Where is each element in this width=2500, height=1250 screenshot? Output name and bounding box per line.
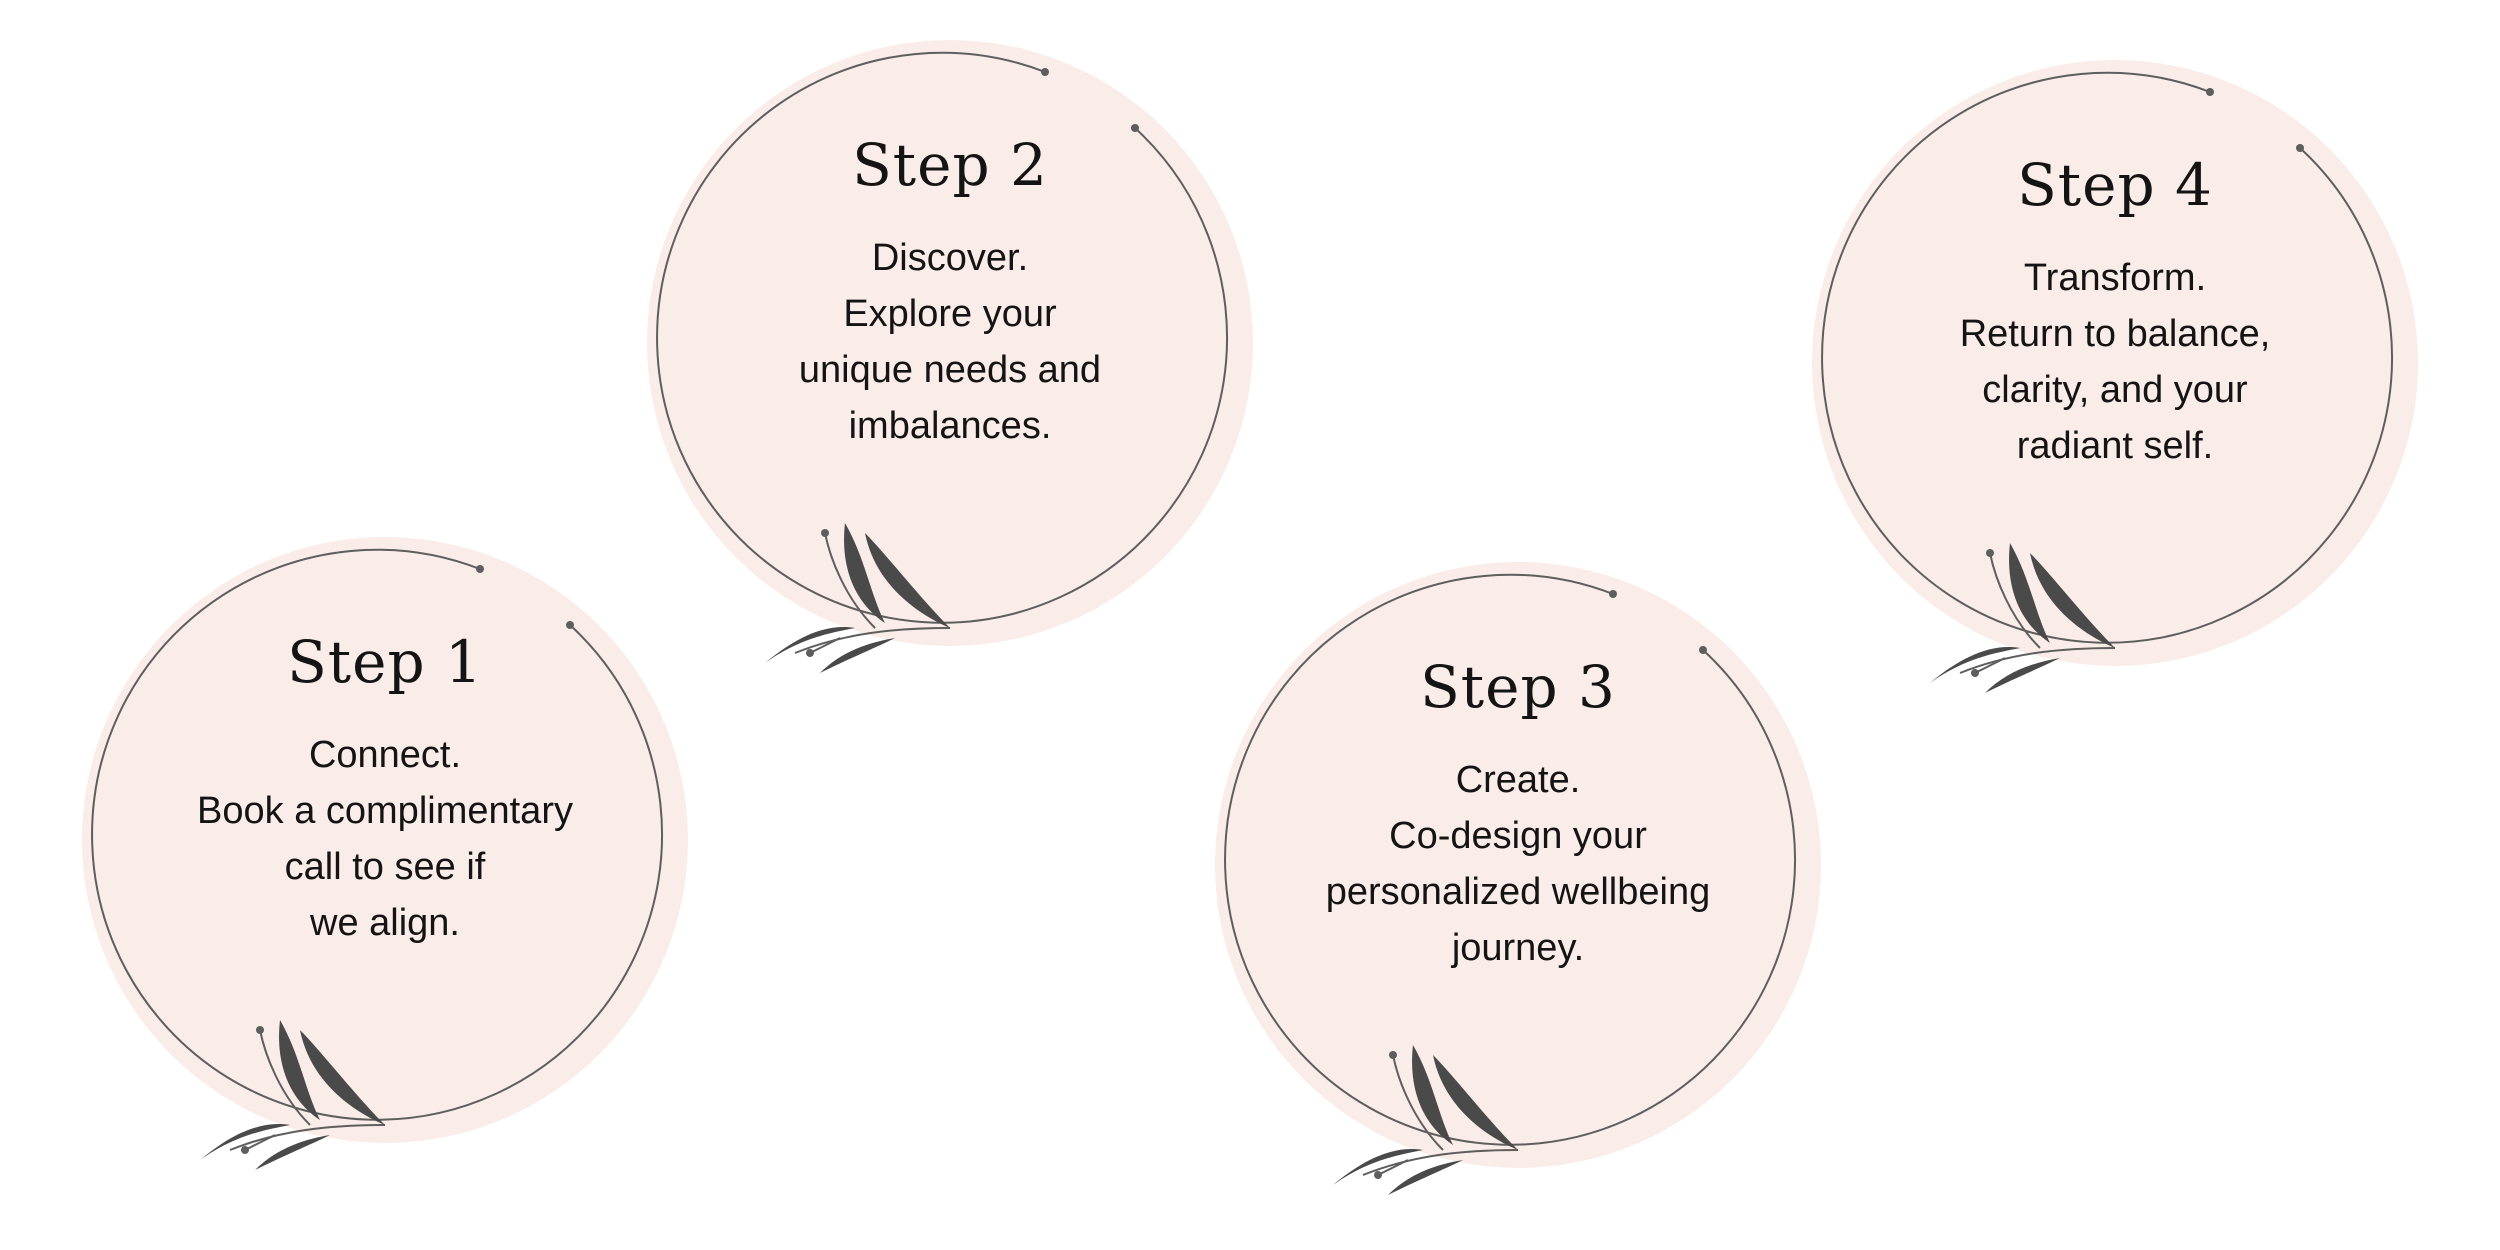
step-4-line-4: radiant self. — [2016, 425, 2214, 467]
step-3-frame — [1215, 562, 1821, 1195]
step-1-line-4: we align. — [310, 902, 460, 944]
step-3-arc-start-dot — [1699, 646, 1707, 654]
step-4-content: Step 4 Transform. Return to balance, cla… — [1915, 58, 2315, 474]
step-3-line-2: Co-design your — [1389, 815, 1647, 857]
step-4-background-circle — [1812, 60, 2418, 666]
step-1-line-2: Book a complimentary — [197, 790, 573, 832]
step-2-background-circle — [647, 40, 1253, 646]
step-2-arc-end-dot — [1041, 68, 1049, 76]
step-3-line-3: personalized wellbeing — [1325, 871, 1711, 913]
step-4-description: Transform. Return to balance, clarity, a… — [1915, 250, 2315, 474]
step-3-outline-arc — [1224, 573, 1797, 1146]
step-4-title: Step 4 — [2017, 151, 2213, 219]
step-1-arc-end-dot — [476, 565, 484, 573]
leaf-branch-icon — [765, 523, 951, 673]
step-1-line-1: Connect. — [308, 734, 462, 776]
step-2-outline-arc — [656, 51, 1229, 624]
step-1-line-3: call to see if — [284, 846, 486, 888]
step-4-outline-arc — [1821, 71, 2394, 644]
step-2-description: Discover. Explore your unique needs and … — [750, 230, 1150, 454]
step-3-content: Step 3 Create. Co-design your personaliz… — [1318, 560, 1718, 976]
step-3-line-4: journey. — [1451, 927, 1585, 969]
step-1-frame — [82, 537, 688, 1170]
step-4-card: Step 4 Transform. Return to balance, cla… — [1810, 58, 2420, 693]
step-3-title: Step 3 — [1420, 653, 1616, 721]
step-4-arc-start-dot — [2296, 144, 2304, 152]
step-1-arc-start-dot — [566, 621, 574, 629]
step-2-line-4: imbalances. — [848, 405, 1052, 447]
step-4-frame — [1812, 60, 2418, 693]
step-3-arc-end-dot — [1609, 590, 1617, 598]
step-1-description: Connect. Book a complimentary call to se… — [185, 727, 585, 951]
step-4-line-3: clarity, and your — [1982, 369, 2248, 411]
step-3-background-circle — [1215, 562, 1821, 1168]
step-1-card: Step 1 Connect. Book a complimentary cal… — [80, 535, 690, 1170]
step-1-content: Step 1 Connect. Book a complimentary cal… — [185, 535, 585, 951]
step-2-line-1: Discover. — [871, 237, 1029, 279]
step-1-outline-arc — [91, 548, 664, 1121]
step-2-arc-start-dot — [1131, 124, 1139, 132]
leaf-branch-icon — [1333, 1045, 1519, 1195]
step-2-title: Step 2 — [852, 131, 1048, 199]
step-4-line-1: Transform. — [2023, 257, 2207, 299]
step-2-line-3: unique needs and — [798, 349, 1102, 391]
step-2-content: Step 2 Discover. Explore your unique nee… — [750, 38, 1150, 454]
step-2-card: Step 2 Discover. Explore your unique nee… — [645, 38, 1255, 673]
leaf-branch-icon — [1930, 543, 2116, 693]
step-3-line-1: Create. — [1455, 759, 1581, 801]
step-2-line-2: Explore your — [843, 293, 1057, 335]
leaf-branch-icon — [200, 1020, 386, 1170]
step-4-line-2: Return to balance, — [1959, 313, 2271, 355]
step-1-background-circle — [82, 537, 688, 1143]
step-4-arc-end-dot — [2206, 88, 2214, 96]
step-3-card: Step 3 Create. Co-design your personaliz… — [1213, 560, 1823, 1195]
step-2-frame — [647, 40, 1253, 673]
step-1-title: Step 1 — [287, 628, 483, 696]
step-3-description: Create. Co-design your personalized well… — [1318, 752, 1718, 976]
